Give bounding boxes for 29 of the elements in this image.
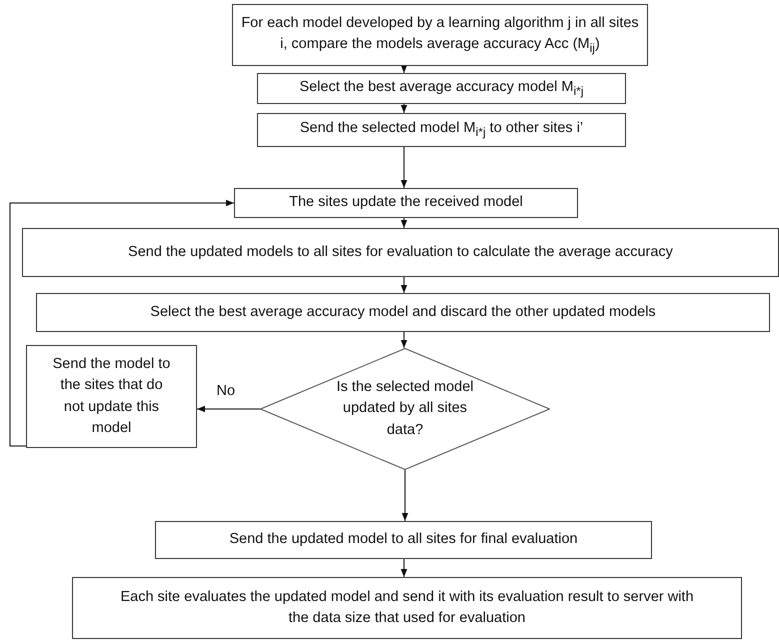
process-box — [257, 73, 626, 104]
process-box — [72, 577, 742, 639]
process-box — [26, 345, 197, 448]
arrow — [400, 218, 408, 228]
step-text: Send the model to the sites that do not update this model — [52, 355, 170, 438]
step-text: Send the selected model M$_{i*j}$ to other sites i’ — [300, 119, 584, 142]
arrow — [400, 558, 408, 578]
decision-question: Is the selected model updated by all sites data? — [335, 378, 475, 440]
arrow — [196, 406, 260, 412]
step-text: The sites update the received model — [289, 193, 523, 212]
arrow — [400, 104, 408, 114]
process-box — [22, 228, 779, 277]
step-text: For each model developed by a learning algorithm j in all sites i, compare the models average accuracy Acc (M$_{ij}$) — [240, 14, 640, 57]
step-text: Send the updated models to all sites for evaluation to calculate the average accuracy — [128, 242, 673, 262]
process-box — [155, 521, 652, 559]
process-box — [234, 188, 578, 218]
process-box — [257, 113, 626, 147]
step-text: Select the best average accuracy model and discard the other updated models — [150, 302, 656, 322]
arrow — [400, 146, 408, 188]
arrow — [10, 200, 234, 446]
arrow — [400, 276, 408, 294]
step-text: Send the updated model to all sites for final evaluation — [229, 530, 578, 550]
arrow — [400, 332, 408, 348]
step-text: Each site evaluates the updated model and send it with its evaluation result to server with the data size that used for evaluation — [119, 588, 695, 628]
process-box — [36, 293, 770, 332]
process-box — [232, 4, 648, 66]
arrow — [400, 65, 408, 74]
arrow — [402, 470, 408, 522]
step-text: Select the best average accuracy model M$_{i*j}$ — [299, 78, 584, 100]
